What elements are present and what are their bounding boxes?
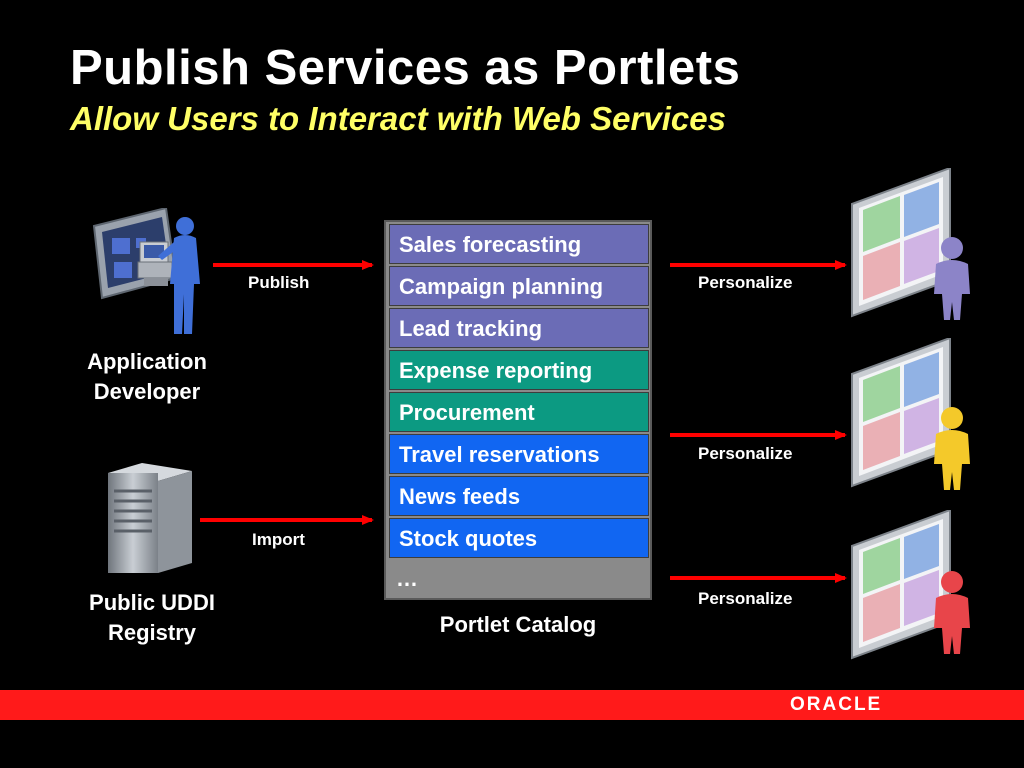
developer-label: Application Developer: [57, 347, 237, 407]
registry-label-line2: Registry: [107, 620, 197, 645]
catalog-item-campaign-planning[interactable]: Campaign planning: [389, 266, 649, 306]
catalog-item-expense-reporting[interactable]: Expense reporting: [389, 350, 649, 390]
developer-label-line1: Application: [87, 349, 207, 374]
oracle-logo: ORACLE: [790, 694, 883, 715]
registry-label: Public UDDI Registry: [62, 588, 242, 648]
publish-label: Publish: [248, 273, 310, 292]
developer-label-line2: Developer: [93, 379, 201, 404]
import-label: Import: [252, 530, 305, 549]
portal-user-purple-icon: [851, 168, 970, 320]
portlet-catalog: Sales forecasting Campaign planning Lead…: [384, 220, 652, 600]
catalog-more-ellipsis[interactable]: …: [396, 566, 418, 591]
portal-user-yellow-icon: [851, 338, 970, 490]
registry-label-line1: Public UDDI: [89, 590, 215, 615]
catalog-caption: Portlet Catalog: [439, 612, 597, 637]
catalog-item-news-feeds[interactable]: News feeds: [389, 476, 649, 516]
catalog-item-sales-forecasting[interactable]: Sales forecasting: [389, 224, 649, 264]
portal-user-red-icon: [851, 510, 970, 660]
catalog-item-stock-quotes[interactable]: Stock quotes: [389, 518, 649, 558]
personalize-label-2: Personalize: [698, 444, 793, 463]
server-tower-icon: [108, 463, 192, 573]
catalog-item-lead-tracking[interactable]: Lead tracking: [389, 308, 649, 348]
personalize-label-3: Personalize: [698, 589, 793, 608]
catalog-item-travel-reservations[interactable]: Travel reservations: [389, 434, 649, 474]
developer-at-desktop-icon: [92, 208, 200, 334]
page-subtitle: Allow Users to Interact with Web Service…: [70, 100, 726, 137]
page-title: Publish Services as Portlets: [70, 41, 741, 95]
footer-bar: [0, 690, 1024, 720]
catalog-item-procurement[interactable]: Procurement: [389, 392, 649, 432]
personalize-label-1: Personalize: [698, 273, 793, 292]
